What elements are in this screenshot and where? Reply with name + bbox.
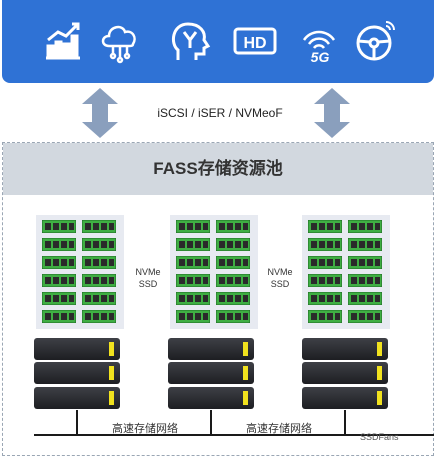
server-unit <box>168 338 254 360</box>
status-led <box>243 366 248 380</box>
ssd-module <box>175 309 211 324</box>
server-unit <box>34 362 120 384</box>
status-led <box>109 391 114 405</box>
ssd-module <box>41 291 77 306</box>
left-bidirectional-arrow <box>82 88 118 138</box>
protocol-label: iSCSI / iSER / NVMeoF <box>157 106 283 120</box>
ssd-module <box>347 309 383 324</box>
ssd-module <box>81 273 117 288</box>
server-unit <box>302 338 388 360</box>
ai-head-icon <box>166 18 212 64</box>
ssd-module <box>215 219 251 234</box>
nvme-ssd-label-1: NVMe SSD <box>135 267 161 289</box>
pool-header <box>3 143 433 195</box>
svg-text:HD: HD <box>243 35 266 52</box>
network-label-2: 高速存储网络 <box>246 423 312 435</box>
ssd-module <box>307 309 343 324</box>
ssd-module <box>307 255 343 270</box>
status-led <box>109 366 114 380</box>
status-led <box>243 391 248 405</box>
ssd-module <box>215 237 251 252</box>
ssd-module <box>347 273 383 288</box>
ssd-module <box>215 309 251 324</box>
right-bidirectional-arrow <box>314 88 350 138</box>
ssd-module <box>175 291 211 306</box>
server-unit <box>34 387 120 409</box>
ssd-module <box>175 273 211 288</box>
ssd-module <box>81 309 117 324</box>
ssd-module <box>41 219 77 234</box>
ssd-module <box>347 255 383 270</box>
watermark: SSDFans <box>360 432 399 442</box>
server-unit <box>302 362 388 384</box>
ssd-module <box>81 255 117 270</box>
ssd-module <box>41 273 77 288</box>
ssd-module <box>175 219 211 234</box>
ssd-module <box>307 291 343 306</box>
svg-text:5G: 5G <box>311 49 330 64</box>
status-led <box>377 342 382 356</box>
trend-chart-icon <box>40 18 86 64</box>
ssd-module <box>347 237 383 252</box>
network-drop-line <box>76 410 78 434</box>
server-unit <box>168 387 254 409</box>
ssd-module <box>307 219 343 234</box>
ssd-module <box>41 309 77 324</box>
ssd-module <box>347 291 383 306</box>
cloud-network-icon <box>97 18 143 64</box>
network-drop-line <box>210 410 212 434</box>
ssd-module <box>81 237 117 252</box>
ssd-module <box>215 291 251 306</box>
ssd-module <box>41 255 77 270</box>
ssd-module <box>307 237 343 252</box>
status-led <box>377 366 382 380</box>
server-unit <box>302 387 388 409</box>
network-drop-line <box>344 410 346 434</box>
steering-wheel-icon <box>352 18 398 64</box>
status-led <box>377 391 382 405</box>
5g-icon: 5G <box>296 18 342 65</box>
hd-icon: HD <box>232 18 278 64</box>
ssd-module <box>41 237 77 252</box>
server-unit <box>168 362 254 384</box>
ssd-module <box>307 273 343 288</box>
pool-title: FASS存储资源池 <box>153 159 283 178</box>
ssd-module <box>175 237 211 252</box>
ssd-module <box>215 255 251 270</box>
ssd-module <box>81 219 117 234</box>
network-bus-line <box>34 434 434 436</box>
status-led <box>109 342 114 356</box>
status-led <box>243 342 248 356</box>
ssd-module <box>175 255 211 270</box>
nvme-ssd-label-2: NVMe SSD <box>267 267 293 289</box>
server-unit <box>34 338 120 360</box>
ssd-module <box>347 219 383 234</box>
ssd-module <box>81 291 117 306</box>
network-label-1: 高速存储网络 <box>112 423 178 435</box>
application-banner: HD 5G <box>2 0 434 83</box>
ssd-module <box>215 273 251 288</box>
